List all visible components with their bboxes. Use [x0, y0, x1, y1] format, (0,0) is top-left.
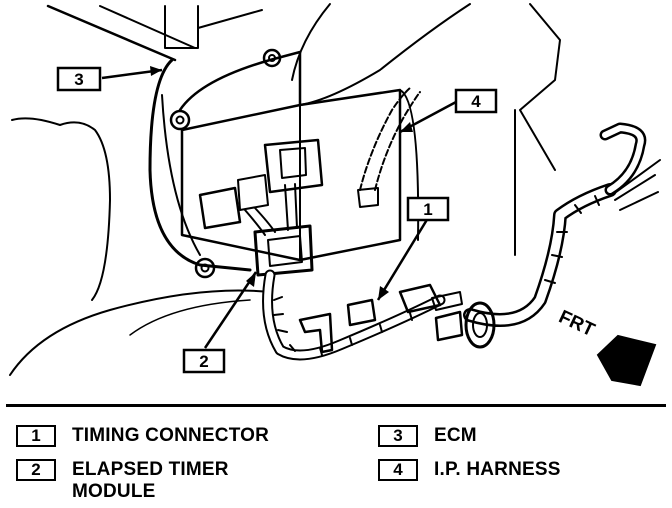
front-arrow-shape [596, 334, 657, 387]
frame-line [197, 9, 263, 29]
frame-line [99, 5, 196, 49]
ecm-connector-mid [237, 174, 269, 211]
callout-box [182, 348, 226, 374]
callout-3: 3 [56, 66, 102, 92]
panel-edge [519, 3, 561, 171]
mounting-bolt [262, 48, 282, 68]
legend-label: TIMING CONNECTOR [72, 425, 269, 447]
elapsed-timer-connector [253, 224, 314, 277]
ip-harness-connector [357, 187, 379, 208]
leader-arrowhead [246, 272, 256, 287]
leader-arrowhead [400, 122, 413, 132]
harness-loop-fill [602, 125, 644, 193]
ip-harness-wire [359, 87, 411, 191]
frame-line [46, 4, 177, 62]
legend-item-ecm: 3 ECM [378, 425, 477, 447]
ecm-connector-left [198, 186, 242, 230]
callout-box [406, 196, 450, 222]
callout-number: 3 [74, 70, 83, 89]
timing-connector [346, 298, 377, 327]
wire [294, 183, 298, 229]
callout-number: 1 [423, 200, 432, 219]
ecm-connector-upper [263, 138, 324, 194]
frame-line [291, 3, 331, 81]
legend-item-timing-connector: 1 TIMING CONNECTOR [16, 425, 269, 447]
harness-clip [431, 291, 463, 311]
mounting-bolt-center [268, 54, 276, 62]
harness-right-fill [465, 185, 615, 325]
callout-number: 2 [199, 352, 208, 371]
ecm-connector-upper-face [279, 147, 307, 179]
body-contour [129, 299, 251, 336]
legend-label-line: I.P. HARNESS [434, 459, 561, 480]
legend-label-line: ELAPSED TIMER [72, 459, 229, 480]
mounting-bolt-center [200, 263, 210, 273]
callout-2: 2 [182, 348, 226, 374]
harness-grommet [464, 301, 496, 349]
frame-line [299, 3, 471, 106]
legend-label: ECM [434, 425, 477, 447]
wire [254, 207, 276, 233]
mounting-bolt-center [175, 115, 185, 125]
legend-label-line: MODULE [72, 481, 156, 502]
legend-number-box: 1 [16, 425, 56, 447]
callout-box [56, 66, 102, 92]
wire [244, 209, 266, 236]
harness-main-fill [264, 271, 444, 359]
front-direction-arrow: FRT [555, 307, 657, 387]
harness-wires [611, 159, 661, 211]
harness-plug [434, 310, 464, 342]
legend-label-line: TIMING CONNECTOR [72, 425, 270, 446]
leader-arrowhead [150, 66, 162, 76]
legend-label-line: ECM [434, 425, 477, 446]
ecm-box [180, 88, 402, 262]
ecm-plate-inner [161, 94, 201, 256]
callout-number: 4 [471, 92, 481, 111]
callout-box [454, 88, 498, 114]
ecm-plate-outline [178, 50, 302, 112]
body-contour [11, 117, 111, 301]
harness-clip [398, 283, 442, 314]
mounting-bolt [194, 257, 216, 279]
leader-line-2 [203, 271, 258, 349]
ip-harness-wire [374, 91, 421, 191]
ecm-plate-outline [148, 58, 252, 272]
callout-1: 1 [406, 196, 450, 222]
legend-label: ELAPSED TIMER MODULE [72, 459, 229, 503]
harness-grommet-inner [472, 312, 488, 338]
callout-4: 4 [454, 88, 498, 114]
harness-bracket [298, 312, 334, 354]
legend-divider [6, 404, 666, 407]
elapsed-timer-connector-face [267, 235, 303, 267]
body-contour [9, 289, 271, 376]
legend-item-elapsed-timer-module: 2 ELAPSED TIMER MODULE [16, 459, 229, 503]
wire [284, 184, 289, 231]
legend-label: I.P. HARNESS [434, 459, 561, 481]
legend-number-box: 3 [378, 425, 418, 447]
mounting-bolt [169, 109, 191, 131]
leader-arrowhead [378, 286, 389, 300]
legend-number-box: 2 [16, 459, 56, 481]
wiring-diagram-figure: FRT 1 2 3 4 [9, 3, 661, 387]
legend-item-ip-harness: 4 I.P. HARNESS [378, 459, 561, 481]
diagram-drawing: FRT 1 2 3 4 [9, 3, 661, 387]
front-label: FRT [555, 307, 598, 342]
legend-number-box: 4 [378, 459, 418, 481]
leader-line-1 [376, 217, 430, 301]
